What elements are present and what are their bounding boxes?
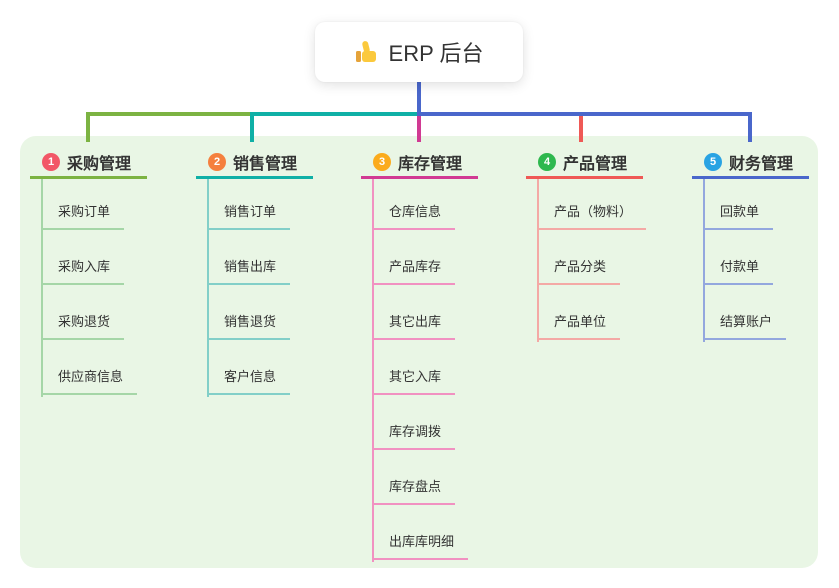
- child-topic[interactable]: 销售出库: [207, 256, 291, 285]
- branches-boundary-panel: [20, 136, 818, 568]
- child-topic[interactable]: 库存盘点: [372, 476, 456, 505]
- branch-label: 财务管理: [729, 156, 794, 173]
- child-topic[interactable]: 销售退货: [207, 311, 291, 340]
- child-topic[interactable]: 其它出库: [372, 311, 456, 340]
- connector-h-finance: [417, 112, 752, 116]
- child-topic[interactable]: 销售订单: [207, 201, 291, 230]
- child-topic[interactable]: 库存调拨: [372, 421, 456, 450]
- connector-drop-purchase: [86, 112, 90, 142]
- branch-product: 4 产品管理 产品（物料） 产品分类 产品单位: [526, 0, 686, 588]
- child-topic[interactable]: 产品单位: [537, 311, 621, 340]
- branch-node-purchase[interactable]: 1 采购管理: [30, 148, 147, 179]
- branch-label: 产品管理: [563, 156, 628, 173]
- connector-h-sales: [250, 112, 419, 116]
- connector-h-purchase: [86, 112, 254, 116]
- branch-node-finance[interactable]: 5 财务管理: [692, 148, 809, 179]
- connector-drop-finance: [748, 112, 752, 142]
- child-topic[interactable]: 回款单: [703, 201, 774, 230]
- connector-drop-inventory: [417, 116, 421, 142]
- child-topic[interactable]: 仓库信息: [372, 201, 456, 230]
- thumbs-up-icon: [355, 40, 379, 64]
- branch-number-badge: 5: [704, 153, 722, 171]
- connector-drop-product: [579, 116, 583, 142]
- connector-drop-sales: [250, 112, 254, 142]
- child-topic[interactable]: 付款单: [703, 256, 774, 285]
- child-topic[interactable]: 其它入库: [372, 366, 456, 395]
- branch-node-product[interactable]: 4 产品管理: [526, 148, 643, 179]
- root-label: ERP 后台: [388, 41, 484, 66]
- branch-inventory: 3 库存管理 仓库信息 产品库存 其它出库 其它入库 库存调拨 库存盘点 出库库…: [361, 0, 521, 588]
- branch-label: 库存管理: [398, 156, 463, 173]
- branch-number-badge: 4: [538, 153, 556, 171]
- branch-sales: 2 销售管理 销售订单 销售出库 销售退货 客户信息: [196, 0, 356, 588]
- child-topic[interactable]: 产品库存: [372, 256, 456, 285]
- branch-number-badge: 2: [208, 153, 226, 171]
- branch-node-inventory[interactable]: 3 库存管理: [361, 148, 478, 179]
- root-node[interactable]: ERP 后台: [315, 22, 523, 82]
- child-topic[interactable]: 结算账户: [703, 311, 787, 340]
- child-topic[interactable]: 供应商信息: [41, 366, 138, 395]
- root-connector-line: [417, 82, 421, 116]
- child-topic[interactable]: 采购订单: [41, 201, 125, 230]
- branch-node-sales[interactable]: 2 销售管理: [196, 148, 313, 179]
- child-topic[interactable]: 客户信息: [207, 366, 291, 395]
- child-topic[interactable]: 采购退货: [41, 311, 125, 340]
- branch-label: 采购管理: [67, 156, 132, 173]
- branch-number-badge: 3: [373, 153, 391, 171]
- branch-purchase: 1 采购管理 采购订单 采购入库 采购退货 供应商信息: [30, 0, 190, 588]
- child-topic[interactable]: 产品分类: [537, 256, 621, 285]
- child-topic[interactable]: 采购入库: [41, 256, 125, 285]
- child-topic[interactable]: 产品（物料）: [537, 201, 647, 230]
- branch-number-badge: 1: [42, 153, 60, 171]
- child-topic[interactable]: 出库库明细: [372, 531, 469, 560]
- branch-label: 销售管理: [233, 156, 298, 173]
